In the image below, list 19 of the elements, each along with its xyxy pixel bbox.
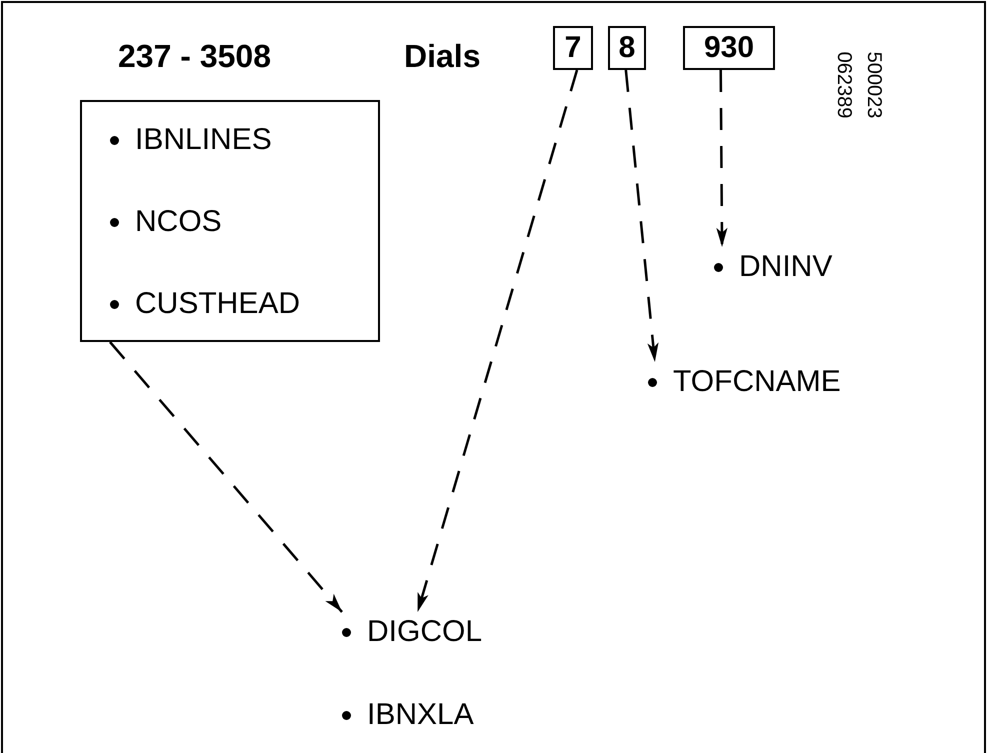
table-name: IBNLINES <box>135 123 272 157</box>
table-name: NCOS <box>135 205 222 239</box>
dashed-arrow <box>624 70 659 362</box>
dashed-arrow <box>716 70 728 248</box>
dashed-arrow <box>109 341 343 613</box>
digit-box: 930 <box>683 26 775 70</box>
table-name: CUSTHEAD <box>135 287 300 321</box>
digit-box: 8 <box>608 26 646 70</box>
reference-number: 062389 <box>832 50 856 120</box>
table-name: DNINV <box>739 250 832 284</box>
table-name: TOFCNAME <box>673 365 841 399</box>
dashed-arrow <box>416 70 578 612</box>
reference-number: 500023 <box>862 50 886 120</box>
digit-box: 7 <box>553 26 593 70</box>
table-list-box <box>80 100 380 342</box>
table-name: IBNXLA <box>367 698 474 732</box>
heading-text: Dials <box>404 38 480 75</box>
phone-number: 237 - 3508 <box>118 38 272 75</box>
table-name: DIGCOL <box>367 615 482 649</box>
